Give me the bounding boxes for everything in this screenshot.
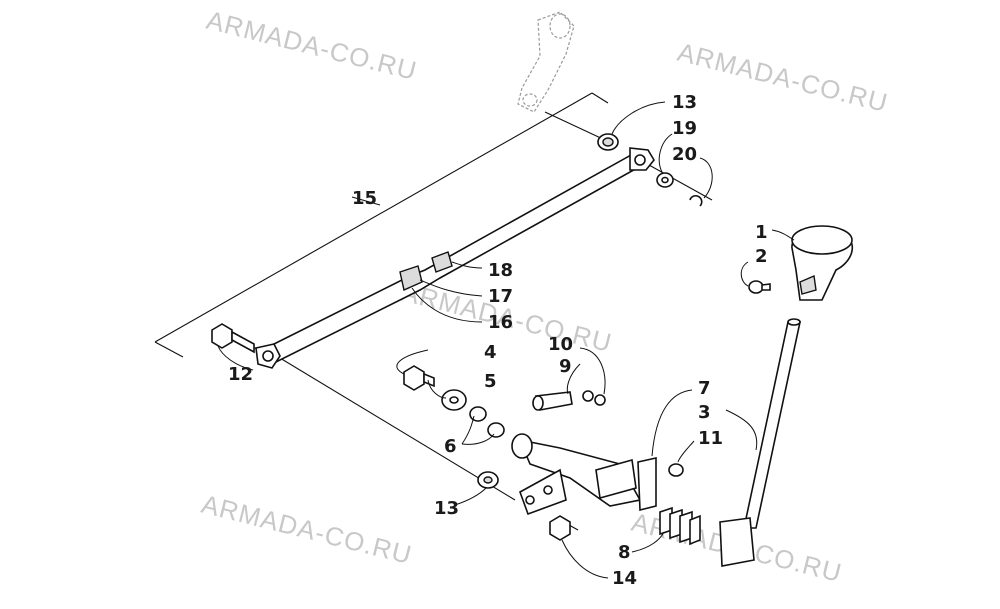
bolt-12 [211,323,255,354]
shift-shaft [511,433,642,516]
callout-12: 12 [228,364,253,385]
bushing-13-top [597,133,619,151]
callout-8: 8 [618,542,631,563]
watermark-text: ARMADA-CO.RU [204,5,421,86]
shift-rod [255,147,655,369]
callout-6: 6 [444,436,457,457]
assembly-bracket [154,92,609,358]
callout-9: 9 [559,356,572,377]
callout-1: 1 [755,222,768,243]
screw-2 [748,280,771,294]
washers-10 [582,390,606,406]
callout-14: 14 [612,568,637,589]
callout-17: 17 [488,286,513,307]
o-rings-6 [469,406,505,438]
watermark-text: ARMADA-CO.RU [199,489,416,570]
watermark-text: ARMADA-CO.RU [675,37,892,118]
plate-7 [637,457,657,512]
callout-15: 15 [352,188,377,209]
nut-14 [549,515,571,541]
callout-11: 11 [698,428,723,449]
nut-11 [668,463,684,477]
callout-13-bottom: 13 [434,498,459,519]
callout-20: 20 [672,144,697,165]
shift-knob [791,225,854,301]
callout-18: 18 [488,260,513,281]
callout-16: 16 [488,312,513,333]
callout-7: 7 [698,378,711,399]
callouts: 1 2 3 4 5 6 7 8 9 10 11 12 13 13 14 15 1… [228,92,768,589]
callout-5: 5 [484,371,497,392]
washer-13-bottom [477,471,499,489]
washer-19 [656,172,674,188]
clip-20 [689,194,703,207]
pin-9 [532,391,573,411]
callout-2: 2 [755,246,768,267]
washer-5 [441,389,467,411]
spring-8 [659,506,701,546]
bolt-4 [403,365,435,391]
shift-lever [719,318,801,567]
callout-19: 19 [672,118,697,139]
ghost-shift-arm [517,11,575,113]
callout-10: 10 [548,334,573,355]
callout-3: 3 [698,402,711,423]
leader-lines [217,101,795,579]
callout-13-top: 13 [672,92,697,113]
callout-4: 4 [484,342,497,363]
